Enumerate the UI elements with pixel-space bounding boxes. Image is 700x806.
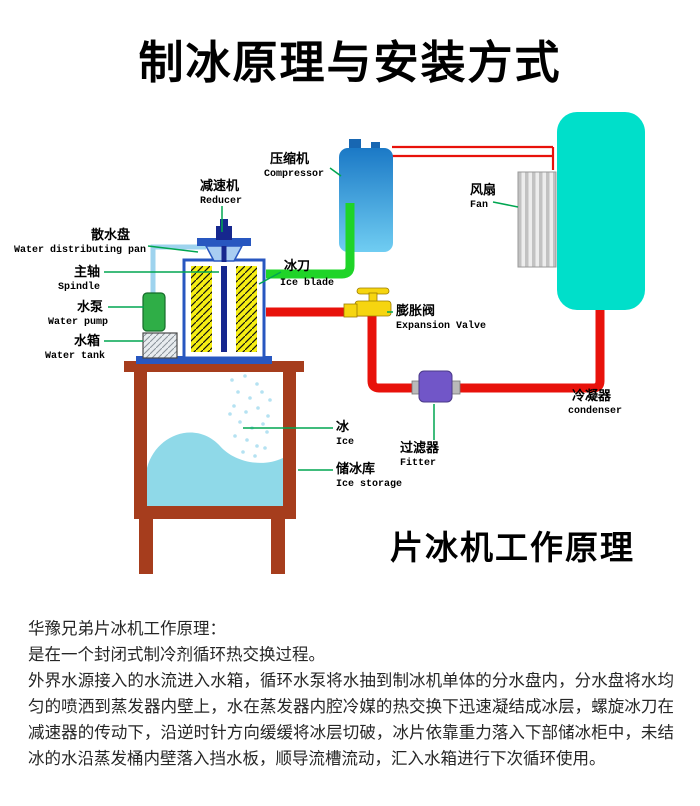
compressor-port-1 — [349, 139, 361, 149]
reducer-gearbox — [216, 219, 232, 240]
diagram-caption: 片冰机工作原理 — [390, 529, 635, 566]
description-subheading: 是在一个封闭式制冷剂循环热交换过程。 — [28, 646, 325, 664]
label-condenser-en: condenser — [568, 405, 622, 417]
label-ice-zh: 冰 — [336, 419, 350, 434]
bin-leg-right — [271, 519, 285, 574]
condenser-body — [557, 112, 645, 310]
leader-fan — [492, 201, 519, 208]
label-leader-lines — [104, 167, 519, 471]
label-filter-en: Fitter — [400, 457, 436, 469]
bin-bottom — [134, 506, 296, 519]
label-reducer-zh: 减速机 — [200, 178, 239, 193]
water-pump — [142, 292, 166, 332]
description-body: 外界水源接入的水流进入水箱，循环水泵将水抽到制冰机单体的分水盘内，分水盘将水均匀… — [28, 672, 674, 768]
label-spindle-zh: 主轴 — [74, 264, 100, 279]
label-filter-zh: 过滤器 — [400, 440, 440, 455]
ice-storage-bin — [124, 361, 304, 574]
evaporator-wall-right-hatch — [236, 266, 257, 352]
evaporator-drum — [182, 219, 266, 360]
label-fan-en: Fan — [470, 200, 488, 211]
label-water-pan-zh: 散水盘 — [91, 227, 130, 242]
leader-water-pan — [147, 245, 199, 253]
reducer-body — [216, 226, 232, 240]
label-ice-blade-zh: 冰刀 — [284, 258, 310, 273]
suction-pipe — [266, 203, 355, 279]
label-water-pump-zh: 水泵 — [77, 299, 103, 314]
label-water-pump-en: Water pump — [48, 317, 108, 328]
bin-leg-left — [139, 519, 153, 574]
evaporator-wall-left-hatch — [191, 266, 212, 352]
compressor-port-2 — [371, 142, 380, 149]
label-fan-zh: 风扇 — [470, 182, 496, 197]
label-condenser-zh: 冷凝器 — [572, 388, 612, 403]
label-ice-storage-en: Ice storage — [336, 479, 402, 490]
page-title: 制冰原理与安装方式 — [138, 37, 562, 88]
liquid-line-pipe — [367, 300, 605, 393]
fan-grille — [517, 171, 557, 268]
bin-wall-left — [134, 372, 147, 514]
description: 华豫兄弟片冰机工作原理： 是在一个封闭式制冷剂循环热交换过程。 外界水源接入的水… — [28, 616, 674, 772]
valve-spout — [343, 303, 358, 318]
reducer-top — [220, 219, 228, 227]
valve-body — [354, 300, 392, 317]
filter-body — [418, 370, 453, 403]
leader-compressor — [329, 167, 342, 177]
label-water-tank-en: Water tank — [45, 350, 105, 362]
spindle-upper — [221, 246, 227, 262]
bin-shell — [124, 361, 304, 574]
description-heading: 华豫兄弟片冰机工作原理： — [28, 620, 226, 638]
label-water-pan-en: Water distributing pan — [14, 244, 146, 256]
label-reducer-en: Reducer — [200, 195, 242, 207]
ice-mound — [147, 432, 283, 506]
bin-wall-right — [283, 372, 296, 514]
label-ice-en: Ice — [336, 437, 354, 448]
label-compressor-zh: 压缩机 — [270, 151, 309, 166]
expansion-valve — [343, 287, 392, 318]
label-expansion-valve-en: Expansion Valve — [396, 320, 486, 332]
label-ice-blade-en: Ice blade — [280, 277, 334, 289]
evaporator-base — [136, 356, 272, 364]
filter — [411, 370, 461, 403]
spindle-shaft — [221, 266, 227, 352]
label-water-tank-zh: 水箱 — [74, 333, 100, 348]
label-spindle-en: Spindle — [58, 281, 100, 293]
falling-ice-particles — [228, 374, 272, 458]
water-tank — [142, 332, 178, 359]
label-ice-storage-zh: 储冰库 — [335, 461, 375, 476]
label-expansion-valve-zh: 膨胀阀 — [395, 303, 435, 318]
bin-rim — [124, 361, 304, 372]
label-compressor-en: Compressor — [264, 169, 324, 180]
pan-support-bar — [197, 238, 251, 246]
labels: 散水盘 Water distributing pan 主轴 Spindle 水泵… — [14, 151, 622, 490]
leader-ice-blade — [258, 271, 282, 285]
